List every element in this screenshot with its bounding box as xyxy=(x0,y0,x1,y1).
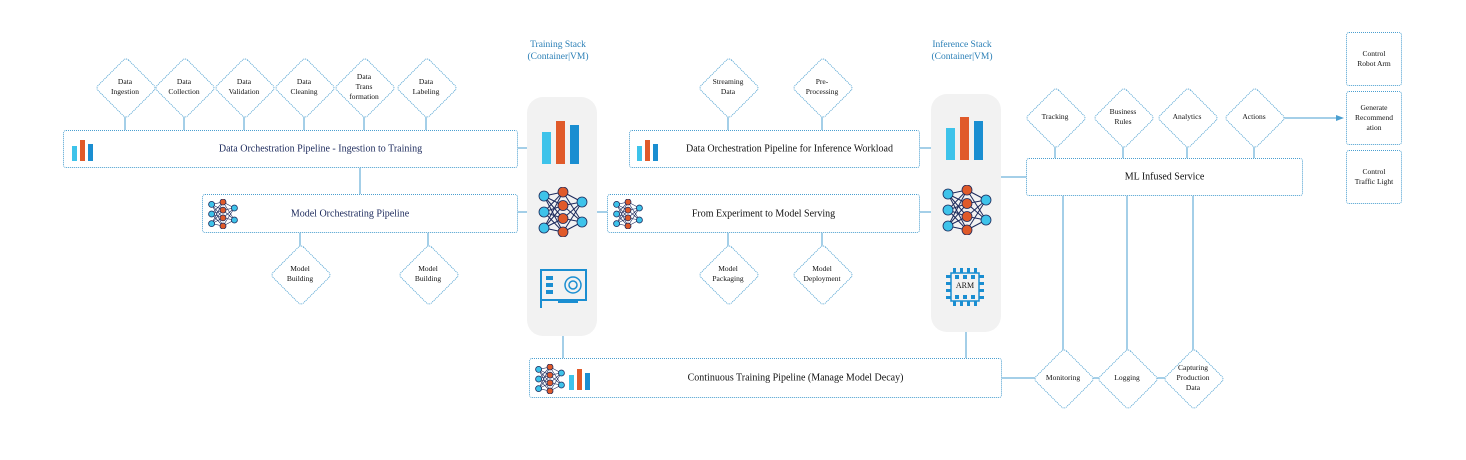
model-orchestrating-pipeline[interactable]: Model Orchestrating Pipeline xyxy=(202,194,518,233)
diamond-label: Analytics xyxy=(1172,112,1202,121)
output-control-robot-arm[interactable]: Control Robot Arm xyxy=(1346,32,1402,86)
diamond-label: Pre- Processing xyxy=(805,77,839,96)
diamond-label: Data Ingestion xyxy=(111,77,139,96)
output-generate-recommendation[interactable]: Generate Recommend ation xyxy=(1346,91,1402,145)
bar-chart-icon xyxy=(637,140,658,161)
pipeline-label: Data Orchestration Pipeline - Ingestion … xyxy=(218,143,423,155)
continuous-training-pipeline[interactable]: Continuous Training Pipeline (Manage Mod… xyxy=(529,358,1002,398)
output-label: Control Robot Arm xyxy=(1357,49,1391,68)
bar-chart-icon xyxy=(72,140,93,161)
neural-network-icon xyxy=(535,364,565,394)
diamond-label: Capturing Production Data xyxy=(1176,363,1210,392)
neural-network-icon xyxy=(208,199,238,229)
training-stack-title: Training Stack (Container|VM) xyxy=(527,40,589,62)
data-orchestration-pipeline-training[interactable]: Data Orchestration Pipeline - Ingestion … xyxy=(63,130,518,168)
pipeline-label: Data Orchestration Pipeline for Inferenc… xyxy=(686,143,893,155)
output-label: Control Traffic Light xyxy=(1354,167,1394,186)
diamond-label: Data Labeling xyxy=(412,77,440,96)
neural-network-icon xyxy=(942,185,992,235)
diamond-label: Data Validation xyxy=(228,77,260,96)
diamond-label: Model Deployment xyxy=(803,264,841,283)
diamond-label: Business Rules xyxy=(1109,107,1137,126)
output-control-traffic-light[interactable]: Control Traffic Light xyxy=(1346,150,1402,204)
gpu-card-icon xyxy=(540,269,587,308)
diamond-label: Data Collection xyxy=(168,77,200,96)
arm-chip-label: ARM xyxy=(955,281,975,290)
data-orchestration-pipeline-inference[interactable]: Data Orchestration Pipeline for Inferenc… xyxy=(629,130,920,168)
output-label: Generate Recommend ation xyxy=(1355,103,1393,132)
ml-infused-service[interactable]: ML Infused Service xyxy=(1026,158,1303,196)
diamond-label: Streaming Data xyxy=(712,77,744,96)
pipeline-label: Continuous Training Pipeline (Manage Mod… xyxy=(687,372,904,384)
diamond-label: Model Building xyxy=(414,264,442,283)
diamond-label: Model Building xyxy=(286,264,314,283)
experiment-to-serving-pipeline[interactable]: From Experiment to Model Serving xyxy=(607,194,920,233)
diamond-label: Data Trans formation xyxy=(349,72,379,101)
service-label: ML Infused Service xyxy=(1124,171,1205,183)
diamond-label: Actions xyxy=(1242,112,1266,121)
diamond-label: Logging xyxy=(1114,373,1140,382)
diamond-label: Tracking xyxy=(1041,112,1069,121)
neural-network-icon xyxy=(613,199,643,229)
diamond-label: Data Cleaning xyxy=(290,77,318,96)
neural-network-icon xyxy=(538,187,588,237)
pipeline-label: From Experiment to Model Serving xyxy=(691,208,836,219)
diamond-label: Model Packaging xyxy=(712,264,744,283)
pipeline-label: Model Orchestrating Pipeline xyxy=(290,208,410,219)
diamond-label: Monitoring xyxy=(1045,373,1081,382)
bar-chart-icon xyxy=(542,121,579,164)
bar-chart-icon xyxy=(946,117,983,160)
inference-stack-title: Inference Stack (Container|VM) xyxy=(931,40,993,62)
bar-chart-icon xyxy=(569,369,590,390)
arm-chip-icon: ARM xyxy=(944,266,986,308)
